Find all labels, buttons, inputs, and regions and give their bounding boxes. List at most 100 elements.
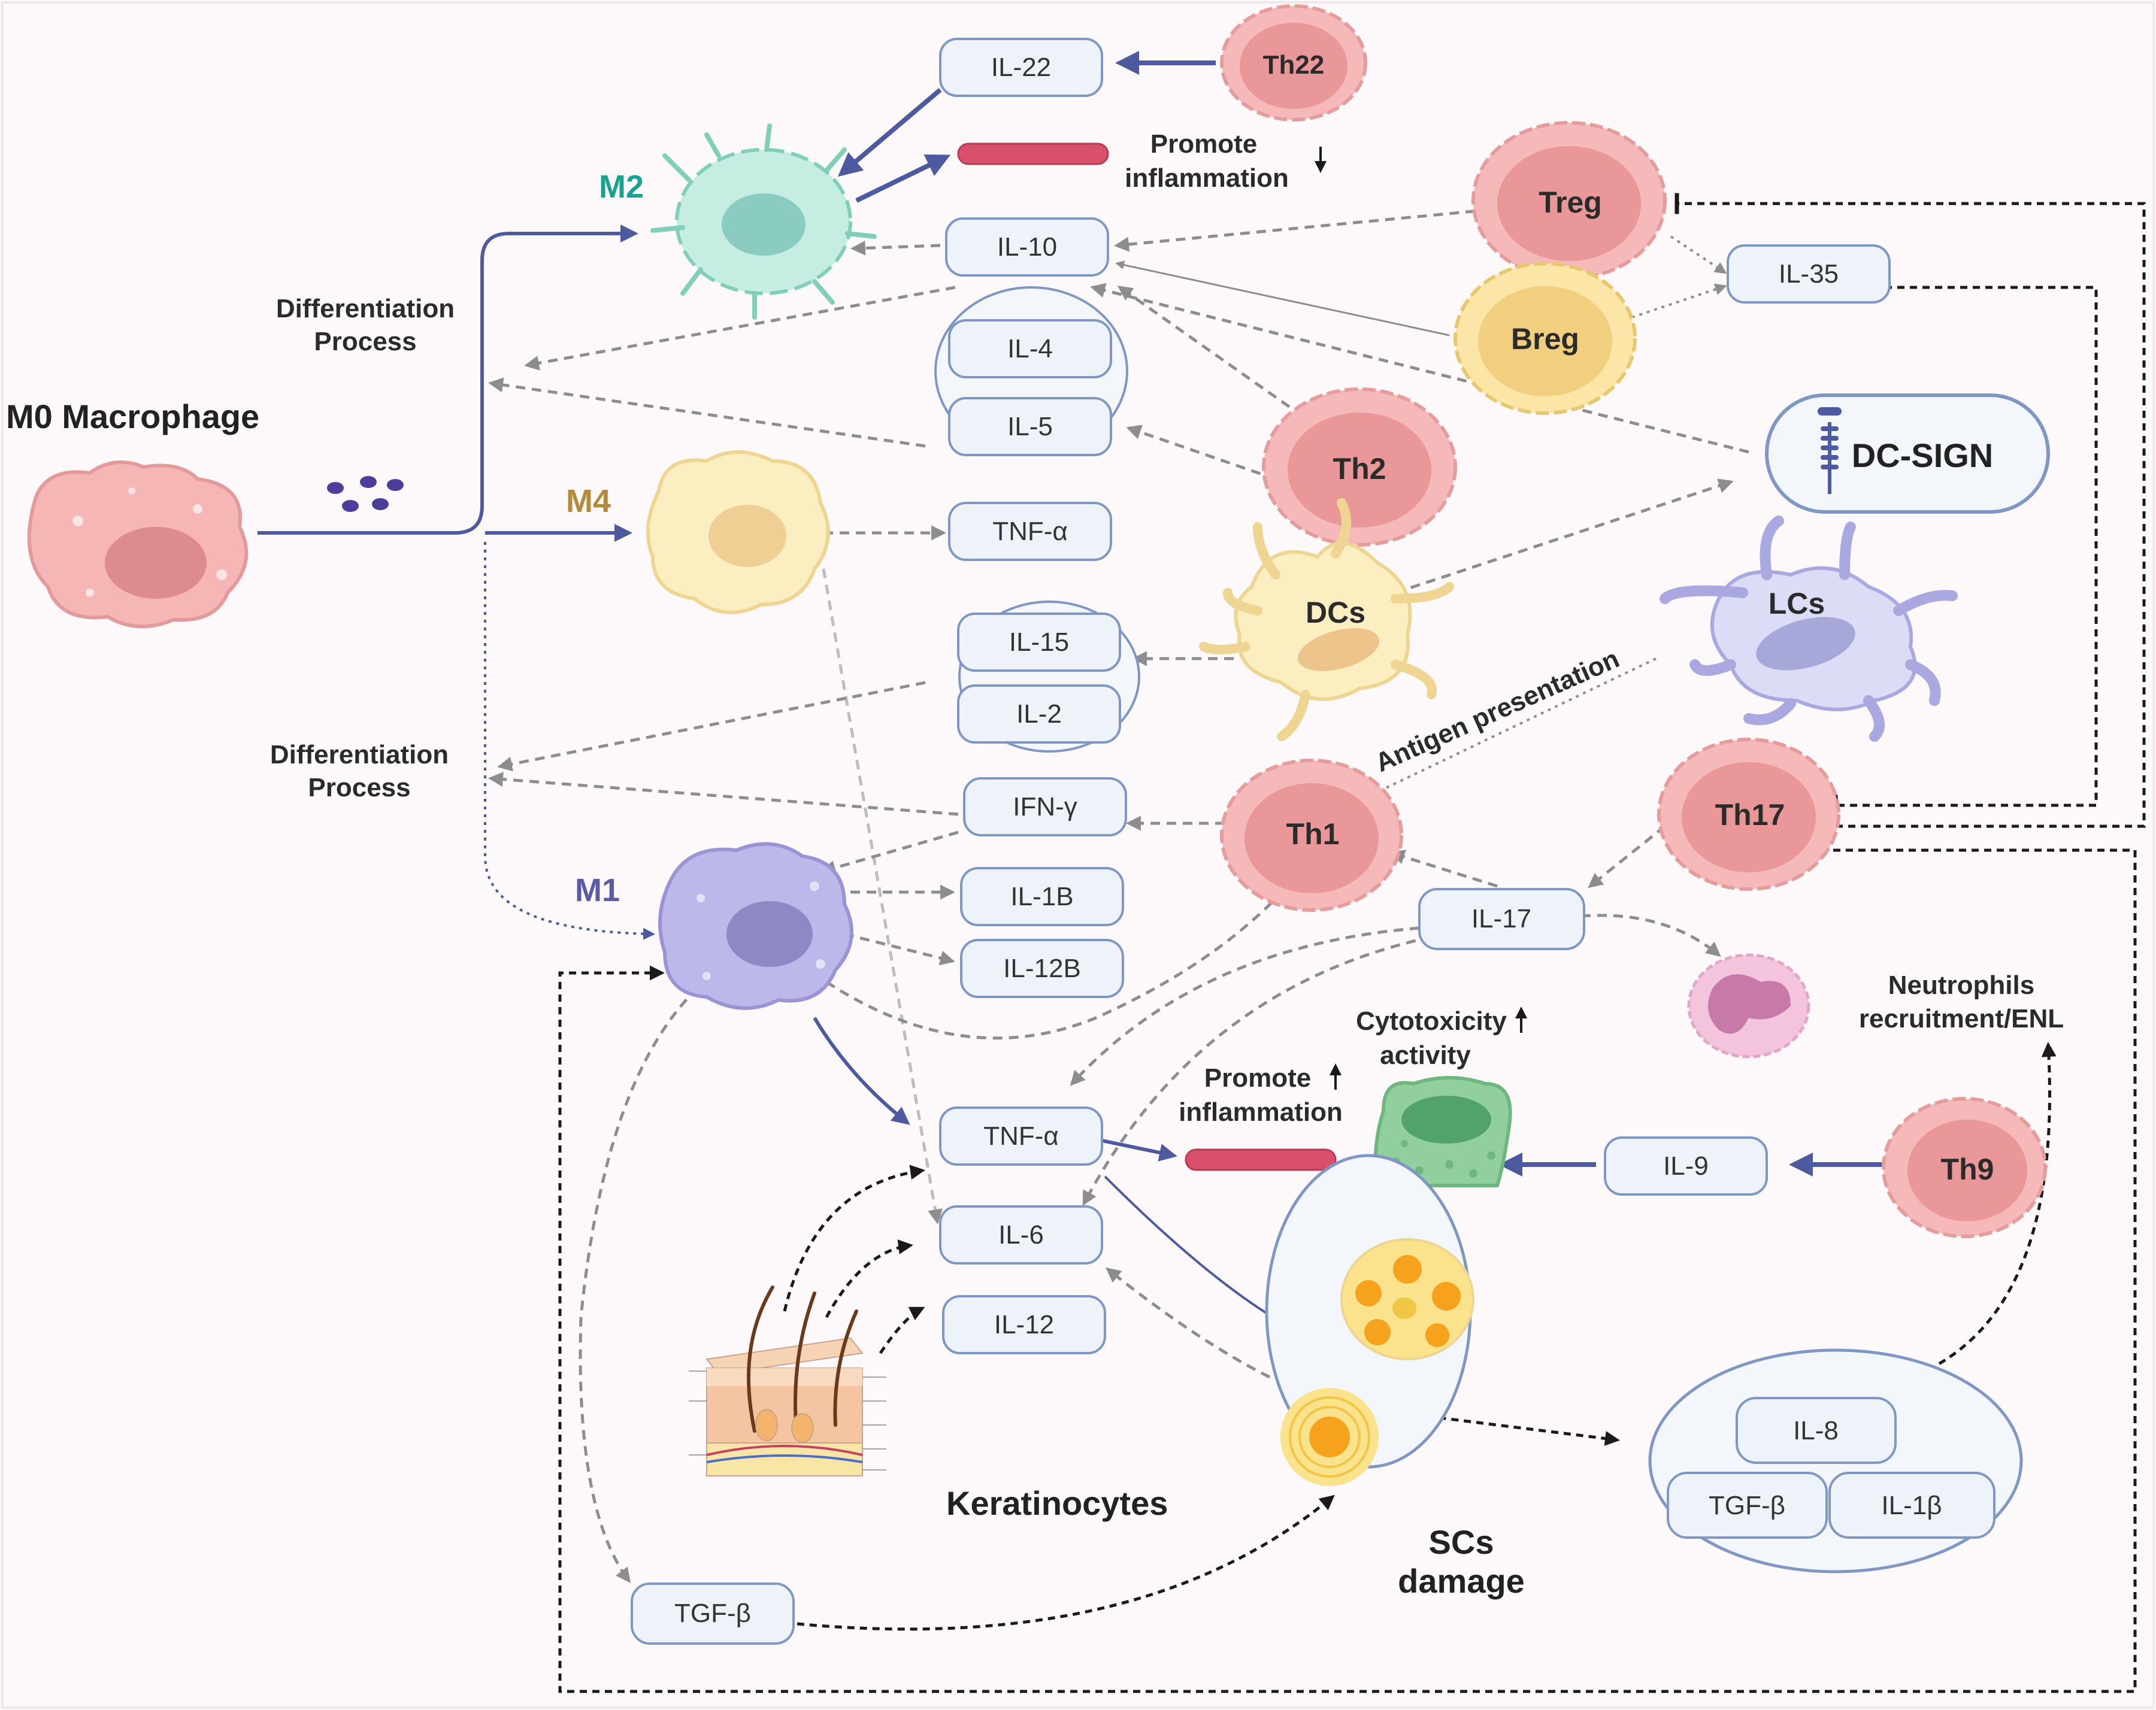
arrow-th2-il10 bbox=[1117, 286, 1304, 418]
tnfa-bottom-box: TNF-α bbox=[939, 1106, 1103, 1166]
schwann-cells bbox=[1280, 1238, 1474, 1486]
il35-label: IL-35 bbox=[1779, 259, 1839, 289]
m2-label: M2 bbox=[599, 169, 644, 205]
th1-cell bbox=[1220, 759, 1403, 912]
il6-box: IL-6 bbox=[939, 1205, 1103, 1265]
diff-top-line1: Differentiation bbox=[276, 294, 455, 323]
il9-box: IL-9 bbox=[1604, 1136, 1768, 1196]
neutro-line2: recruitment/ENL bbox=[1859, 1004, 2064, 1033]
th9-cell bbox=[1882, 1097, 2047, 1238]
il15-label: IL-15 bbox=[1009, 627, 1069, 657]
arrow-breg-il35 bbox=[1631, 283, 1727, 319]
tnfa-top-label: TNF-α bbox=[992, 517, 1068, 546]
tgfb-right-label: TGF-β bbox=[1709, 1491, 1785, 1520]
th2-label: Th2 bbox=[1333, 452, 1386, 486]
m0-macrophage bbox=[27, 460, 249, 629]
arrow-ifng-diff bbox=[488, 772, 959, 816]
th2-cell bbox=[1262, 387, 1457, 547]
il9-label: IL-9 bbox=[1663, 1151, 1709, 1181]
m2-macrophage bbox=[650, 123, 877, 320]
cytokine-boxes: IL-22 IL-10 IL-35 IL-4 IL-5 TNF-α IL-15 … bbox=[631, 38, 1995, 1645]
arrow-m1-th1 bbox=[825, 887, 1287, 1040]
diff-mid-line1: Differentiation bbox=[270, 740, 449, 769]
treg-cell bbox=[1471, 121, 1667, 280]
il17-box: IL-17 bbox=[1418, 888, 1585, 950]
il1b-top-label: IL-1B bbox=[1010, 882, 1073, 911]
arrow-scs-right-cytokines bbox=[1401, 1411, 1620, 1446]
arrow-ker-il6 bbox=[825, 1239, 913, 1318]
lcs-cell bbox=[1660, 516, 1958, 742]
il8-label: IL-8 bbox=[1793, 1416, 1839, 1445]
il12-box: IL-12 bbox=[942, 1295, 1106, 1354]
cell-labels: Th22 Treg Breg Th2 DCs LCs Th1 Th17 Th9 bbox=[1263, 50, 1994, 1186]
th9-label: Th9 bbox=[1941, 1153, 1994, 1186]
il1b-top-box: IL-1B bbox=[960, 867, 1124, 926]
dc-sign-label: DC-SIGN bbox=[1852, 436, 1993, 474]
promote-top-line1: Promote bbox=[1150, 129, 1257, 159]
il10-box: IL-10 bbox=[945, 217, 1109, 277]
il2-box: IL-2 bbox=[957, 684, 1121, 744]
promote-mid-line2: inflammation bbox=[1179, 1097, 1343, 1127]
arrow-treg-il35 bbox=[1670, 235, 1727, 274]
il4-box: IL-4 bbox=[948, 319, 1112, 378]
neutro-line1: Neutrophils bbox=[1888, 971, 2034, 1000]
il5-box: IL-5 bbox=[948, 397, 1112, 456]
arrow-dcs-dcsign bbox=[1395, 478, 1734, 595]
breg-label: Breg bbox=[1511, 322, 1579, 356]
il35-box: IL-35 bbox=[1727, 244, 1891, 304]
arrow-th17-treg bbox=[1674, 193, 2146, 828]
il22-box: IL-22 bbox=[939, 38, 1103, 97]
cytotox-line2: activity bbox=[1380, 1041, 1471, 1070]
diff-mid-line2: Process bbox=[308, 773, 410, 802]
th1-label: Th1 bbox=[1286, 817, 1340, 851]
treg-label: Treg bbox=[1539, 186, 1602, 219]
dcs-label: DCs bbox=[1306, 596, 1365, 629]
il4-label: IL-4 bbox=[1007, 334, 1053, 363]
dcs-cell bbox=[1199, 498, 1454, 741]
th17-label: Th17 bbox=[1715, 798, 1785, 832]
il12b-box: IL-12B bbox=[960, 939, 1124, 998]
il1b-right-box: IL-1β bbox=[1828, 1472, 1995, 1539]
m4-label: M4 bbox=[566, 483, 611, 519]
il8-box: IL-8 bbox=[1736, 1397, 1897, 1464]
arrow-m1-tnfa bbox=[813, 1017, 910, 1125]
arrow-th17-il17 bbox=[1588, 825, 1666, 889]
breg-cell bbox=[1454, 262, 1637, 415]
il12-label: IL-12 bbox=[994, 1310, 1054, 1339]
scs-line1: SCs bbox=[1429, 1523, 1494, 1561]
cytotoxic-cell bbox=[1373, 1076, 1512, 1187]
arrow-m0-m1 bbox=[484, 542, 655, 940]
arrow-tnfa-promote bbox=[1101, 1139, 1177, 1162]
tgfb-bottom-label: TGF-β bbox=[674, 1599, 751, 1628]
arrow-m2-promote bbox=[855, 154, 951, 203]
arrow-treg-il10 bbox=[1114, 208, 1492, 252]
arrow-il10-m2 bbox=[850, 240, 941, 256]
arrow-tgfb-scs bbox=[784, 1494, 1335, 1631]
skin-illustration bbox=[689, 1285, 886, 1476]
arrow-m1-tgfb bbox=[579, 987, 699, 1584]
il5-label: IL-5 bbox=[1007, 412, 1053, 441]
tnfa-bottom-label: TNF-α bbox=[983, 1121, 1059, 1151]
arrow-th2-il5 bbox=[1126, 425, 1276, 481]
arrow-il10-diff bbox=[524, 286, 956, 371]
il17-label: IL-17 bbox=[1471, 904, 1531, 933]
arrow-m0-m2 bbox=[258, 225, 638, 535]
m1-label: M1 bbox=[575, 872, 620, 908]
m4-macrophage bbox=[646, 450, 830, 614]
arrow-il35-th17 bbox=[1797, 286, 2098, 816]
il10-label: IL-10 bbox=[997, 232, 1057, 262]
arrow-breg-il10 bbox=[1115, 260, 1450, 336]
arrow-il17-il6 bbox=[1082, 935, 1432, 1206]
tgfb-bottom-box: TGF-β bbox=[631, 1582, 795, 1645]
arrow-scs-il6 bbox=[1106, 1267, 1271, 1379]
dc-sign-receptor: DC-SIGN bbox=[1765, 393, 2050, 514]
m1-macrophage bbox=[658, 842, 853, 1010]
il2-label: IL-2 bbox=[1016, 699, 1062, 729]
th22-label: Th22 bbox=[1263, 50, 1325, 80]
inflammation-vessel-top bbox=[957, 142, 1109, 165]
lcs-label: LCs bbox=[1769, 587, 1825, 620]
arrow-ifng-m1 bbox=[820, 830, 959, 875]
inflammation-vessel-mid bbox=[1185, 1148, 1337, 1171]
